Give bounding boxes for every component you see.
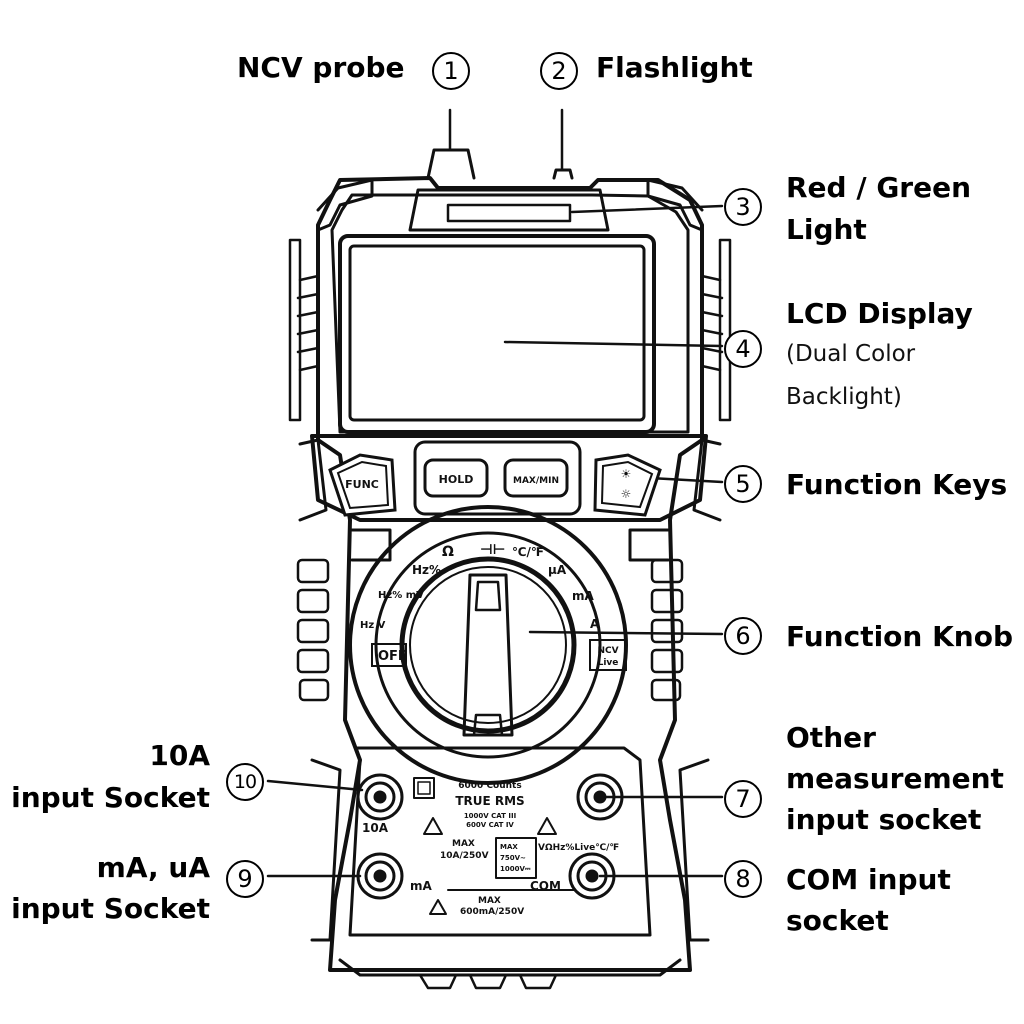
dial-ma-label: mA — [572, 589, 595, 603]
com-socket-label: COM input — [786, 863, 951, 896]
light-bulb-icon: ☀ — [621, 467, 632, 481]
backlight-key[interactable]: ☀ ☼ — [593, 453, 662, 517]
other-socket-label-line2: measurement — [786, 762, 1004, 795]
callout-number-9: 9 — [226, 860, 264, 898]
max-ma-value: 600mA/250V — [460, 907, 524, 917]
cat-rating-1: 1000V CAT III — [464, 812, 516, 820]
other-socket-label: Other — [786, 721, 876, 754]
10a-socket-label-line2: input Socket — [11, 781, 210, 814]
knob-disc — [399, 556, 577, 734]
socket-com-label: COM — [530, 879, 561, 893]
10a-socket-label: 10A — [149, 739, 210, 772]
callout-number-4: 4 — [724, 330, 762, 368]
lcd-bezel — [338, 234, 656, 434]
left-lower-grips — [296, 558, 330, 702]
ma-ua-socket-label: mA, uA — [96, 851, 210, 884]
cat-rating-2: 600V CAT IV — [466, 821, 514, 829]
ma-ua-socket-label-line2: input Socket — [11, 892, 210, 925]
dial-live-label: Live — [598, 658, 619, 668]
maxmin-key-label: MAX/MIN — [513, 476, 559, 486]
ncv-probe-label: NCV probe — [237, 51, 405, 84]
leader-lines — [266, 108, 724, 878]
flashlight-label: Flashlight — [596, 51, 753, 84]
callout-number-2: 2 — [540, 52, 578, 90]
right-lower-grips — [650, 558, 684, 702]
function-keys-label: Function Keys — [786, 468, 1008, 501]
callout-number-6: 6 — [724, 617, 762, 655]
counts-label: 6000 Counts — [458, 781, 521, 791]
dial-labels: OFF Hz V Hz% mV Hz% Ω ⊣⊢ ℃/℉ μA mA A NCV… — [360, 542, 627, 671]
max-10a-value: 10A/250V — [440, 851, 489, 861]
callout-number-10: 10 — [226, 763, 264, 801]
left-grip-ribs — [296, 274, 320, 372]
max-ma-label: MAX — [478, 896, 501, 906]
socket-ma-label: mA — [410, 879, 433, 893]
dial-off-label: OFF — [378, 649, 407, 664]
com-socket-label-line2: socket — [786, 904, 889, 937]
maxmin-key[interactable]: MAX/MIN — [503, 458, 569, 498]
lcd-display-sublabel-2: Backlight) — [786, 384, 902, 410]
red-green-light-label: Red / Green — [786, 171, 972, 204]
leader-4 — [503, 340, 724, 348]
lcd-display-sublabel-1: (Dual Color — [786, 341, 916, 367]
right-grip-ribs — [700, 274, 724, 372]
hold-key-label: HOLD — [439, 473, 474, 486]
dial-ua-label: μA — [548, 563, 567, 577]
meter-body-inner — [330, 193, 690, 434]
bumper-top-left — [316, 178, 374, 232]
lcd-screen — [348, 244, 646, 422]
callout-number-7: 7 — [724, 780, 762, 818]
dial-hz-v-label: Hz V — [360, 620, 386, 631]
true-rms-label: TRUE RMS — [455, 794, 524, 808]
sun-icon: ☼ — [621, 487, 632, 501]
func-key[interactable]: FUNC — [328, 453, 397, 517]
left-side-rail — [288, 238, 302, 422]
leader-3 — [570, 204, 724, 214]
max-10a-label: MAX — [452, 839, 475, 849]
dial-temp-label: ℃/℉ — [512, 545, 544, 559]
red-green-light-window — [446, 203, 572, 223]
dial-ohm-label: Ω — [442, 544, 454, 560]
hold-key-bezel — [413, 440, 582, 516]
socket-10a — [356, 773, 404, 821]
socket-10a-label: 10A — [362, 821, 389, 835]
callout-number-5: 5 — [724, 465, 762, 503]
right-side-rail — [718, 238, 732, 422]
callout-number-3: 3 — [724, 188, 762, 226]
function-knob-label: Function Knob — [786, 620, 1014, 653]
callout-number-8: 8 — [724, 860, 762, 898]
v-socket-functions: VΩHz%Live℃/℉ — [538, 843, 619, 853]
leader-5 — [648, 476, 724, 484]
leader-6 — [528, 630, 724, 636]
socket-ma — [356, 852, 404, 900]
max-v-label: MAX — [500, 843, 518, 851]
max-v-ac: 750V~ — [500, 854, 526, 862]
ncv-probe-tip — [426, 148, 476, 180]
func-key-label: FUNC — [345, 478, 379, 491]
dial-a-label: A — [590, 617, 600, 631]
hold-key[interactable]: HOLD — [423, 458, 489, 498]
knob-grip — [462, 573, 514, 737]
panel-markings: 6000 Counts TRUE RMS 1000V CAT III 600V … — [362, 781, 619, 917]
other-socket-label-line3: input socket — [786, 803, 982, 836]
red-green-light-label-line2: Light — [786, 213, 867, 246]
bumper-top-right — [646, 178, 704, 232]
dial-cap-label: ⊣⊢ — [480, 542, 506, 558]
socket-panel — [348, 746, 652, 937]
callout-number-1: 1 — [432, 52, 470, 90]
lcd-display-label: LCD Display — [786, 297, 973, 330]
dial-hz-pct-label: Hz% — [412, 563, 441, 577]
max-v-dc: 1000V⎓ — [500, 865, 531, 873]
keypad-band — [310, 434, 708, 522]
leader-10 — [266, 779, 364, 792]
dial-ncv-label: NCV — [597, 646, 618, 656]
flashlight-stub — [552, 168, 574, 180]
flashlight-housing — [408, 188, 610, 232]
dial-hz-mv-label: Hz% mV — [378, 590, 424, 601]
